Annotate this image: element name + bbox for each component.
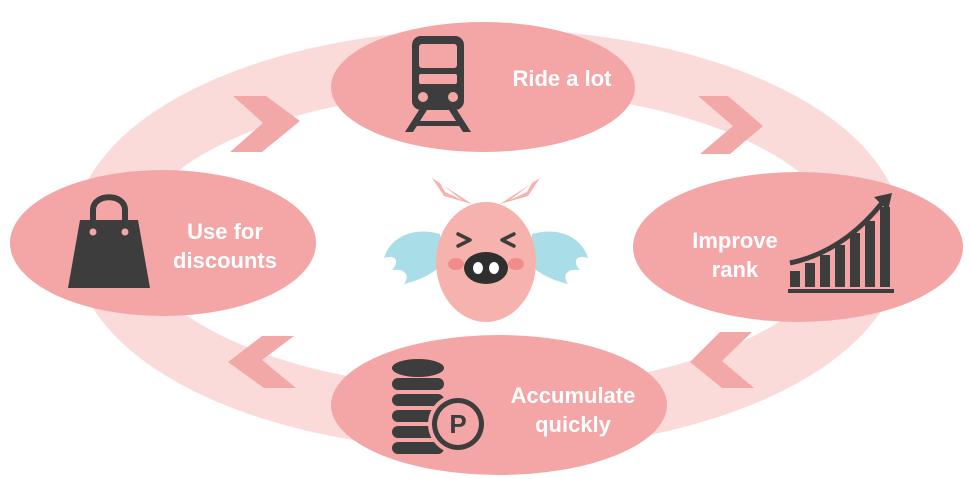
step-label-use-for-discounts-line1: Use for (187, 219, 263, 244)
arrow-chevron-bottom-right (690, 332, 754, 388)
flying-pig-icon (384, 178, 588, 322)
points-badge-letter: P (449, 409, 466, 439)
step-ride-a-lot (331, 22, 635, 152)
step-label-accumulate-quickly-line1: Accumulate (510, 383, 636, 408)
step-label-improve-rank-line1: Improve (692, 228, 778, 253)
step-improve-rank (633, 172, 963, 322)
arrow-chevron-bottom-left (228, 336, 296, 388)
step-label-ride-a-lot: Ride a lot (512, 66, 612, 91)
step-accumulate-quickly (331, 335, 667, 475)
train-icon (405, 36, 471, 132)
step-label-improve-rank-line2: rank (711, 257, 759, 282)
arrow-chevron-top-right (698, 96, 763, 154)
shopping-bag-icon (68, 194, 150, 288)
step-use-for-discounts (10, 170, 316, 316)
coins-points-icon: P (392, 359, 488, 454)
step-label-accumulate-quickly-line2: quickly (535, 412, 611, 437)
rising-bar-chart-icon (788, 193, 894, 293)
step-label-use-for-discounts-line2: discounts (173, 248, 277, 273)
arrow-chevron-top-left (230, 96, 300, 152)
